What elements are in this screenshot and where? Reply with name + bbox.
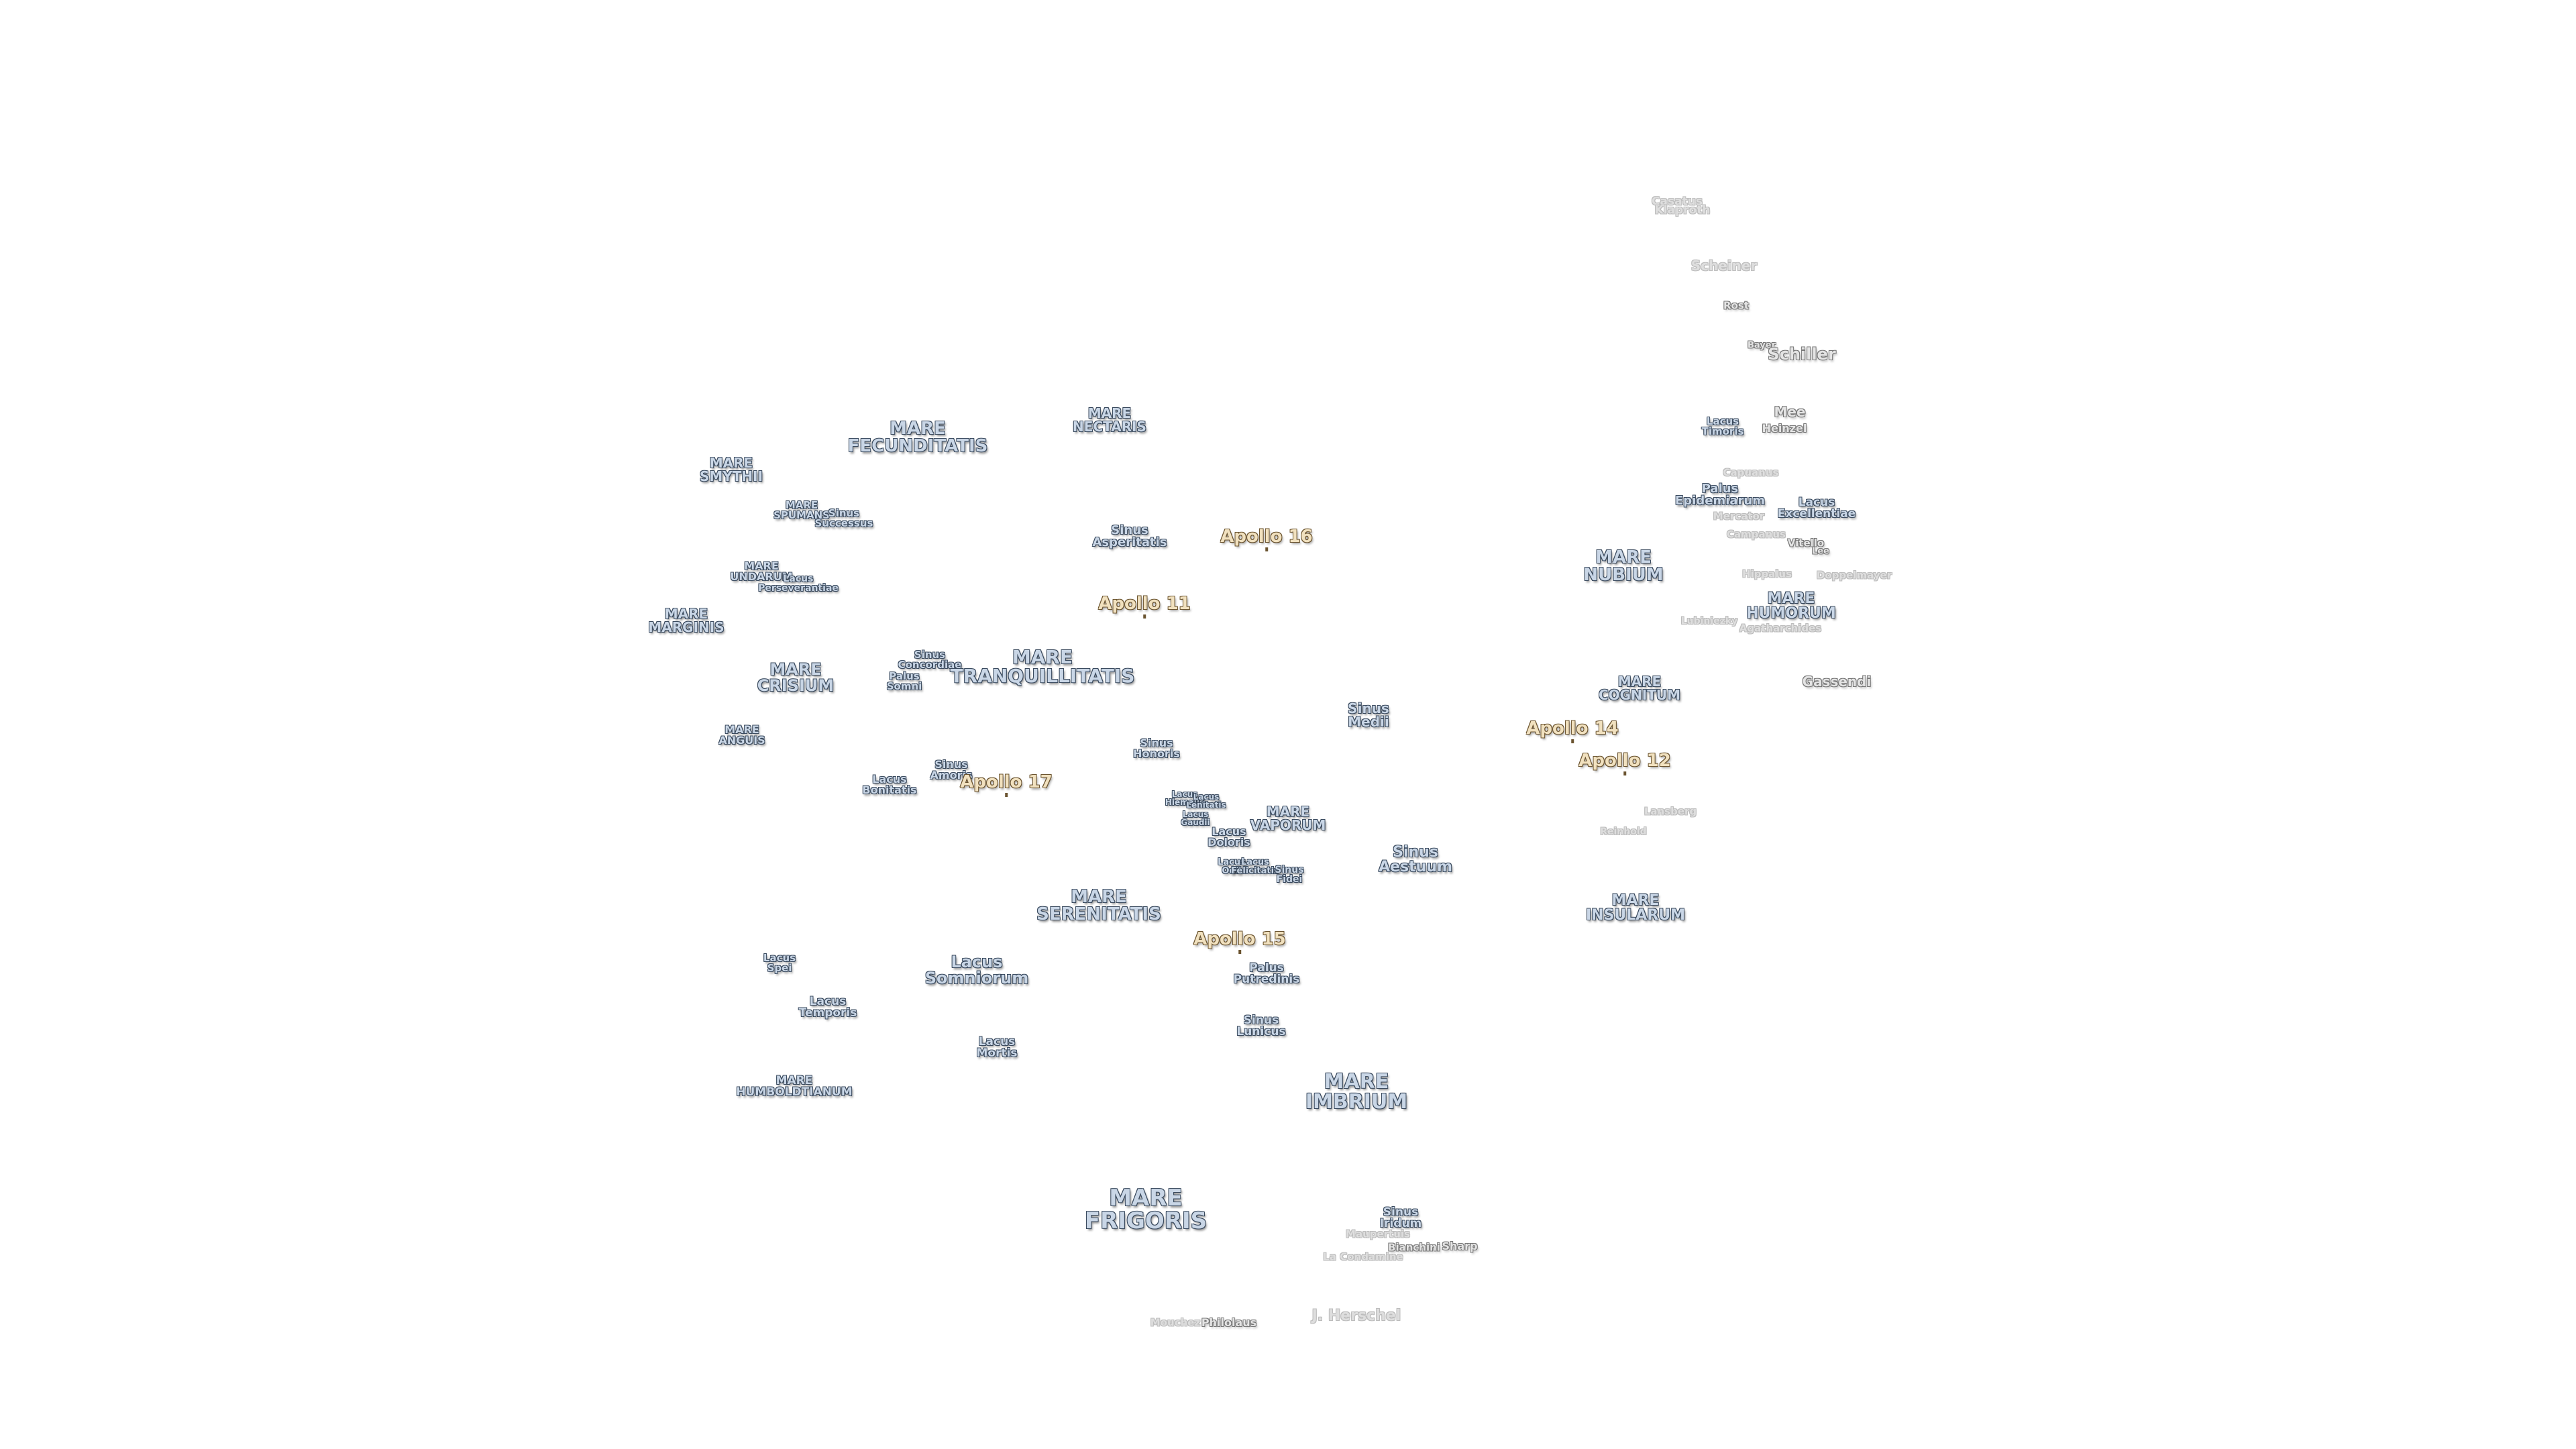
feature-label-mercator: Mercator <box>1713 510 1765 523</box>
landing-site-apollo-14: Apollo 14 <box>1526 718 1619 743</box>
feature-label-mare-humboldtianum: MARE HUMBOLDTIANUM <box>736 1074 853 1099</box>
feature-label-lee: Lee <box>1812 546 1829 557</box>
feature-label-lacus-lenitatis: Lacus Lenitatis <box>1186 792 1226 810</box>
feature-label-lacus-gaudii: Lacus Gaudii <box>1181 810 1210 827</box>
feature-label-lacus-perseverantiae: Lacus Perseverantiae <box>758 574 839 594</box>
feature-label-gassendi: Gassendi <box>1802 674 1872 690</box>
feature-label-mare-cognitum: MARE COGNITUM <box>1598 674 1681 703</box>
feature-label-bianchini: Bianchini <box>1388 1241 1440 1254</box>
feature-label-lacus-temporis: Lacus Temporis <box>798 995 857 1020</box>
landing-site-apollo-11: Apollo 11 <box>1098 594 1191 619</box>
feature-label-campanus: Campanus <box>1727 528 1786 541</box>
feature-label-mare-spumans: MARE SPUMANS <box>773 499 830 521</box>
feature-label-j-herschel: J. Herschel <box>1311 1307 1401 1324</box>
feature-label-mare-undarum: MARE UNDARUM <box>730 559 793 583</box>
feature-label-lacus-somniorum: Lacus Somniorum <box>924 953 1029 987</box>
feature-label-mee: Mee <box>1774 404 1806 420</box>
feature-label-lubiniezky: Lubiniezky <box>1680 616 1738 627</box>
feature-label-mare-imbrium: MARE IMBRIUM <box>1305 1070 1408 1114</box>
landing-site-apollo-12: Apollo 12 <box>1578 751 1671 775</box>
feature-label-rost: Rost <box>1723 299 1749 312</box>
feature-label-doppelmayer: Doppelmayer <box>1816 569 1892 582</box>
feature-label-sinus-fidei: Sinus Fidei <box>1275 865 1304 885</box>
feature-label-lansberg: Lansberg <box>1644 805 1697 818</box>
feature-label-vitello: Vitello <box>1787 537 1825 549</box>
feature-label-mare-vaporum: MARE VAPORUM <box>1250 804 1326 833</box>
feature-label-sinus-asperitatis: Sinus Asperitatis <box>1092 523 1167 549</box>
feature-label-mare-smythii: MARE SMYTHII <box>699 455 763 484</box>
feature-label-reinhold: Reinhold <box>1600 826 1647 837</box>
feature-label-hippalus: Hippalus <box>1741 568 1792 580</box>
feature-label-sinus-successus: Sinus Successus <box>814 507 873 529</box>
feature-label-sharp: Sharp <box>1442 1240 1478 1252</box>
feature-label-lacus-timoris: Lacus Timoris <box>1701 415 1744 437</box>
feature-label-mare-crisium: MARE CRISIUM <box>757 660 835 695</box>
feature-label-sinus-honoris: Sinus Honoris <box>1133 737 1180 760</box>
feature-label-lacus-doloris: Lacus Doloris <box>1208 825 1250 849</box>
landing-site-apollo-15: Apollo 15 <box>1193 929 1286 954</box>
landing-site-apollo-16: Apollo 16 <box>1220 527 1313 551</box>
feature-label-la-condamine: La Condamine <box>1323 1250 1403 1263</box>
feature-label-mare-marginis: MARE MARGINIS <box>648 606 724 635</box>
feature-label-sinus-aestuum: Sinus Aestuum <box>1379 844 1452 875</box>
feature-label-lacus-spei: Lacus Spei <box>763 952 796 974</box>
feature-label-lacus-felicitatis: Lacus Felicitatis <box>1231 857 1279 876</box>
feature-label-maupertuis: Maupertuis <box>1346 1228 1410 1240</box>
feature-label-capuanus: Capuanus <box>1723 466 1779 479</box>
feature-label-sinus-medii: Sinus Medii <box>1348 700 1389 730</box>
feature-label-klaproth: Klaproth <box>1654 203 1711 217</box>
feature-label-mare-serenitatis: MARE SERENITATIS <box>1036 887 1161 924</box>
feature-label-mare-insularum: MARE INSULARUM <box>1585 892 1686 924</box>
feature-label-lacus-mortis: Lacus Mortis <box>976 1035 1018 1060</box>
feature-label-mare-nectaris: MARE NECTARIS <box>1073 405 1146 435</box>
feature-label-agatharchides: Agatharchides <box>1739 622 1822 635</box>
feature-label-mouchez: Mouchez <box>1150 1316 1201 1329</box>
feature-label-mare-fecunditatis: MARE FECUNDITATIS <box>847 419 988 456</box>
feature-label-mare-frigoris: MARE FRIGORIS <box>1084 1185 1208 1234</box>
feature-label-casatus: Casatus <box>1652 195 1703 209</box>
feature-label-philolaus: Philolaus <box>1201 1316 1257 1329</box>
feature-label-mare-nubium: MARE NUBIUM <box>1583 547 1664 585</box>
feature-label-sinus-amoris: Sinus Amoris <box>930 758 973 782</box>
feature-label-palus-somni: Palus Somni <box>886 670 922 692</box>
feature-label-sinus-iridum: Sinus Iridum <box>1379 1205 1422 1230</box>
feature-label-lacus-excellentiae: Lacus Excellentiae <box>1777 496 1856 521</box>
feature-label-lacus-hiemalis: Lacus Hiemalis <box>1165 790 1205 807</box>
feature-label-bayer: Bayer <box>1748 340 1776 351</box>
landing-site-apollo-17: Apollo 17 <box>960 772 1053 797</box>
feature-label-lacus-bonitatis: Lacus Bonitatis <box>862 773 917 796</box>
feature-label-mare-humorum: MARE HUMORUM <box>1746 590 1836 622</box>
feature-label-mare-tranquillitatis: MARE TRANQUILLITATIS <box>950 646 1135 687</box>
feature-label-mare-anguis: MARE ANGUIS <box>718 723 765 747</box>
feature-label-sinus-lunicus: Sinus Lunicus <box>1236 1014 1286 1038</box>
feature-label-palus-epidemiarum: Palus Epidemiarum <box>1675 482 1765 508</box>
feature-label-schiller: Schiller <box>1768 345 1836 364</box>
feature-label-scheiner: Scheiner <box>1690 258 1758 274</box>
feature-label-sinus-concordiae: Sinus Concordiae <box>898 649 962 671</box>
feature-label-heinzel: Heinzel <box>1762 422 1807 435</box>
feature-label-palus-putredinis: Palus Putredinis <box>1233 961 1300 986</box>
feature-label-lacus-odii: Lacus Odii <box>1218 857 1246 876</box>
